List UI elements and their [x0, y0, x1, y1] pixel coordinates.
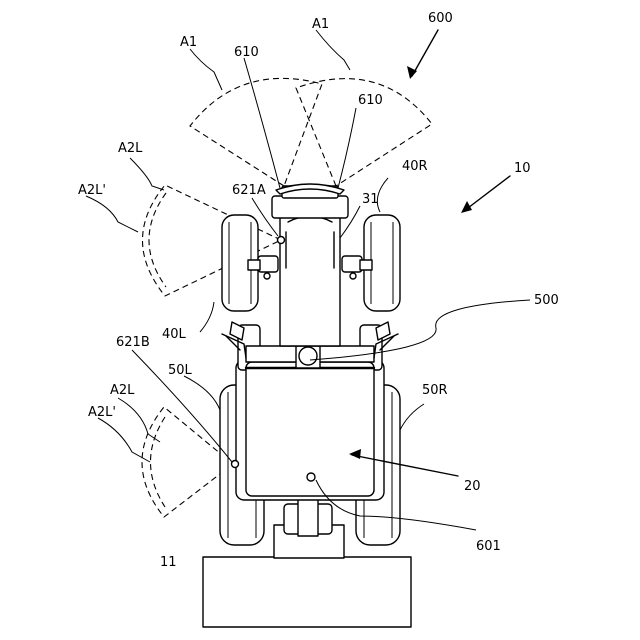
label-621a: 621A [232, 183, 266, 198]
label-621b: 621B [116, 335, 150, 350]
label-50r: 50R [422, 383, 448, 398]
label-610-right: 610 [358, 93, 383, 108]
label-610-left: 610 [234, 45, 259, 60]
detection-range-a2l-front [143, 185, 282, 296]
engine-hood [280, 204, 340, 346]
label-a2l-rear: A2L [110, 383, 135, 398]
label-500: 500 [534, 293, 559, 308]
label-a1-right: A1 [312, 17, 329, 32]
label-20: 20 [464, 479, 481, 494]
label-a1-left: A1 [180, 35, 197, 50]
sensor-621b [232, 461, 239, 468]
label-50l: 50L [168, 363, 193, 378]
sensor-621a [278, 237, 285, 244]
controller-unit [296, 346, 320, 368]
label-a2l-prime-rear: A2L' [88, 405, 116, 420]
label-a2l-prime-front: A2L' [78, 183, 106, 198]
label-40l: 40L [162, 327, 187, 342]
label-11: 11 [160, 555, 177, 570]
label-31: 31 [362, 192, 379, 207]
label-10: 10 [514, 161, 531, 176]
center-point-601 [307, 473, 315, 481]
attachment-implement [203, 557, 411, 627]
arrow-10 [461, 176, 510, 213]
label-601: 601 [476, 539, 501, 554]
detection-range-a1-left [190, 78, 322, 186]
label-40r: 40R [402, 159, 428, 174]
label-600: 600 [428, 11, 453, 26]
front-weight [272, 184, 348, 218]
arrow-600 [407, 30, 438, 79]
label-a2l-front: A2L [118, 141, 143, 156]
